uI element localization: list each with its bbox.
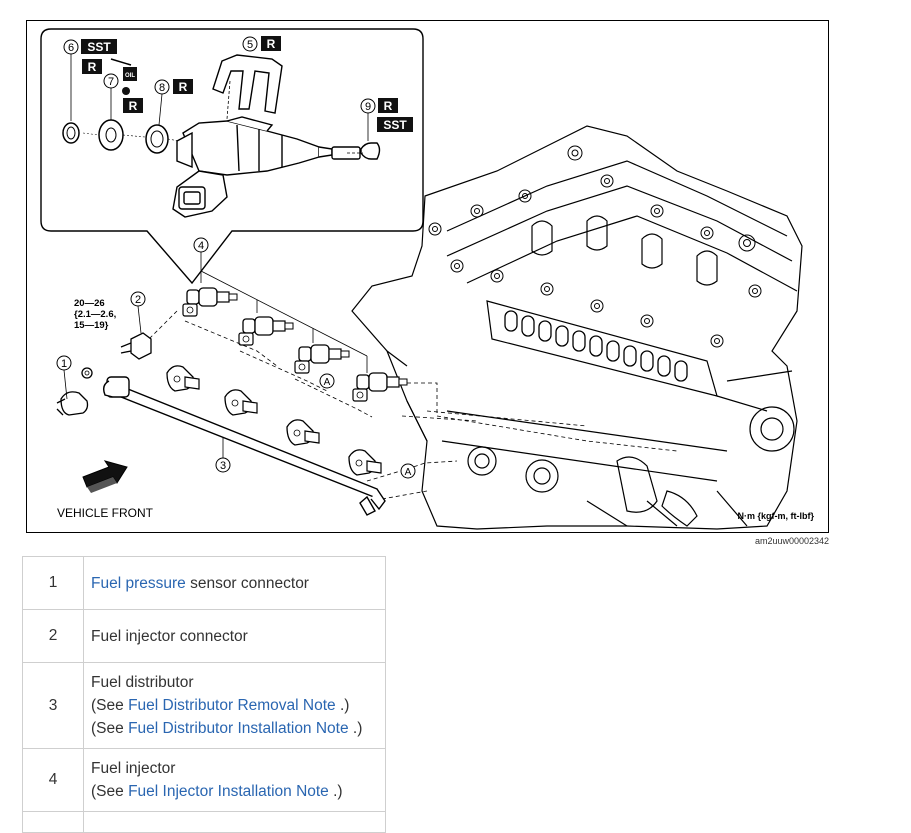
fuel-distributor-drawing: [102, 376, 386, 516]
svg-text:SST: SST: [383, 118, 407, 132]
svg-text:1: 1: [61, 358, 67, 370]
fuel-system-diagram: 6 SST R 7 OIL R 8 R 5 R 9 R SST: [40, 28, 815, 530]
injector-detail-inset: 6 SST R 7 OIL R 8 R 5 R 9 R SST: [40, 28, 424, 285]
part-number: 3: [22, 662, 84, 749]
r-badge: [82, 59, 102, 74]
table-row: 2 Fuel injector connector: [22, 609, 386, 663]
part-number: 2: [22, 609, 84, 663]
torque-spec-line3: 15—19}: [74, 320, 109, 331]
point-a-lower: [400, 463, 416, 479]
svg-text:5: 5: [247, 39, 253, 51]
svg-text:R: R: [179, 80, 188, 94]
seal-6-drawing: [62, 122, 80, 144]
svg-text:SST: SST: [87, 40, 111, 54]
callout-6-label: 6: [68, 42, 74, 54]
svg-text:R: R: [88, 60, 97, 74]
part-description: Fuel injector (See Fuel Injector Install…: [83, 748, 386, 812]
washer-7-drawing: [98, 119, 124, 151]
svg-text:R: R: [384, 99, 393, 113]
sst-badge: [81, 39, 117, 54]
clip-5-drawing: [212, 54, 283, 114]
figure-code: am2uuw00002342: [754, 536, 829, 546]
svg-text:7: 7: [108, 76, 114, 88]
svg-text:R: R: [129, 99, 138, 113]
oil-can-icon: [123, 67, 137, 81]
part-description: Fuel injector connector: [83, 609, 386, 663]
exploded-view-figure: 6 SST R 7 OIL R 8 R 5 R 9 R SST: [26, 20, 829, 533]
svg-text:A: A: [405, 467, 412, 478]
injector-detail-drawing: [172, 116, 361, 218]
part-number: 4: [22, 748, 84, 812]
svg-text:R: R: [267, 37, 276, 51]
svg-text:8: 8: [159, 82, 165, 94]
r-badge: [261, 36, 281, 51]
r-badge: [123, 98, 143, 113]
ring-8-drawing: [145, 124, 169, 154]
table-row: 3 Fuel distributor (See Fuel Distributor…: [22, 662, 386, 749]
table-row-partial: [22, 811, 386, 833]
see-note: (See Fuel Distributor Installation Note …: [91, 720, 363, 737]
r-badge: [378, 98, 398, 113]
sst-badge: [377, 117, 413, 132]
seal-9-drawing: [360, 142, 381, 160]
see-note: (See Fuel Injector Installation Note .): [91, 783, 343, 800]
svg-text:9: 9: [365, 101, 371, 113]
point-a-upper: [319, 373, 335, 389]
injector-connector-drawing: [120, 332, 152, 360]
torque-spec-line1: 20—26: [74, 298, 105, 309]
callout-5: [242, 36, 258, 52]
fuel-injector-installation-note-link[interactable]: Fuel Injector Installation Note: [128, 783, 329, 800]
part-number: [22, 811, 84, 833]
parts-legend-table: 1 Fuel pressure sensor connector 2 Fuel …: [22, 556, 386, 833]
torque-units-label: N·m {kgf-m, ft-lbf}: [738, 511, 815, 521]
part-title: Fuel distributor: [91, 674, 194, 691]
vehicle-front-label: VEHICLE FRONT: [57, 506, 154, 520]
part-description: Fuel distributor (See Fuel Distributor R…: [83, 662, 386, 749]
part-number: 1: [22, 556, 84, 610]
part-description: Fuel pressure sensor connector: [83, 556, 386, 610]
svg-text:A: A: [324, 377, 331, 388]
fuel-distributor-installation-note-link[interactable]: Fuel Distributor Installation Note: [128, 720, 349, 737]
table-row: 4 Fuel injector (See Fuel Injector Insta…: [22, 748, 386, 812]
part-description: [83, 811, 386, 833]
svg-text:3: 3: [220, 460, 226, 472]
pressure-sensor-connector-drawing: [56, 391, 89, 416]
fuel-distributor-removal-note-link[interactable]: Fuel Distributor Removal Note: [128, 697, 336, 714]
table-row: 1 Fuel pressure sensor connector: [22, 556, 386, 610]
torque-spec-line2: {2.1—2.6,: [74, 309, 116, 320]
svg-text:4: 4: [198, 240, 204, 252]
r-badge: [173, 79, 193, 94]
engine-block-drawing: [351, 125, 803, 530]
part-title: Fuel injector: [91, 760, 176, 777]
exploded-parts-drawing: 4: [56, 237, 815, 521]
fuel-pressure-link[interactable]: Fuel pressure: [91, 574, 186, 592]
see-note: (See Fuel Distributor Removal Note .): [91, 697, 350, 714]
svg-text:2: 2: [135, 294, 141, 306]
svg-text:OIL: OIL: [125, 73, 135, 79]
